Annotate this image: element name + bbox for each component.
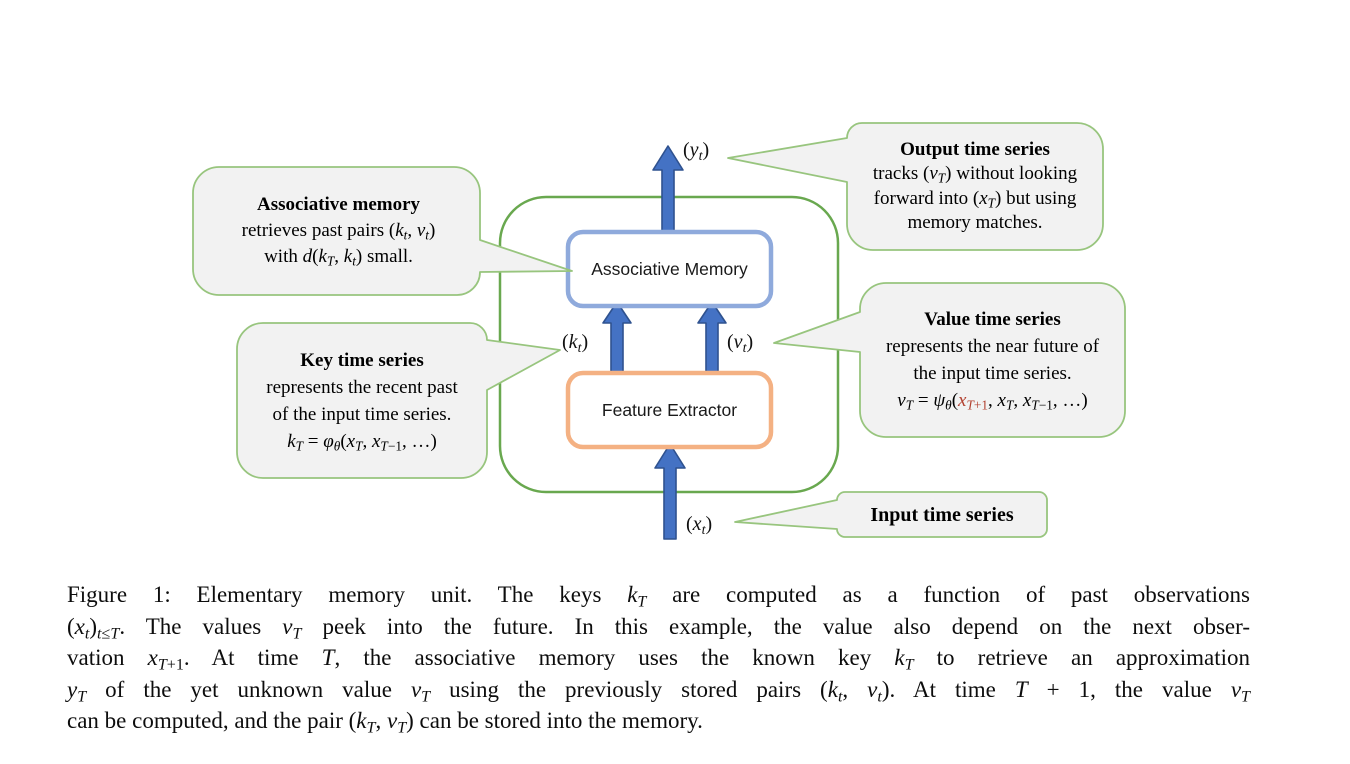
callout-bubble-key bbox=[236, 322, 561, 479]
callout-associative-line: with d(kT, kt) small. bbox=[264, 246, 413, 269]
input-arrow bbox=[654, 443, 686, 540]
value-stream-label: (vt) bbox=[727, 331, 754, 356]
callout-associative-title: Associative memory bbox=[256, 194, 421, 215]
feature-extractor-box bbox=[565, 370, 774, 450]
caption-line: yT of the yet unknown value vT using the… bbox=[67, 676, 1250, 705]
caption-line: can be computed, and the pair (kT, vT) c… bbox=[67, 708, 703, 737]
callout-bubble-output bbox=[727, 122, 1104, 251]
callout-value-time-series: Value time series represents the near fu… bbox=[866, 287, 1119, 433]
callout-associative-line: retrieves past pairs (kt, vt) bbox=[241, 220, 436, 243]
callout-output-line: memory matches. bbox=[907, 212, 1043, 233]
output-stream-label: (yt) bbox=[683, 139, 710, 164]
feature-extractor-label: Feature Extractor bbox=[601, 399, 738, 420]
input-stream-label: (xt) bbox=[686, 513, 713, 538]
callout-input-title: Input time series bbox=[870, 503, 1014, 526]
figure-caption: Figure 1: Elementary memory unit. The ke… bbox=[67, 579, 1250, 737]
caption-line: vation xT+1. At time T, the associative … bbox=[67, 645, 1250, 674]
callout-value-title: Value time series bbox=[924, 309, 1061, 330]
flow-arrows bbox=[602, 145, 727, 540]
callout-key-formula: kT = φθ(xT, xT−1, …) bbox=[287, 430, 437, 454]
key-stream-label: (kt) bbox=[562, 331, 589, 356]
callout-output-time-series: Output time series tracks (vT) without l… bbox=[853, 127, 1097, 246]
callout-key-line: of the input time series. bbox=[272, 403, 452, 425]
callout-output-line: tracks (vT) without looking bbox=[872, 163, 1078, 186]
callout-bubbles bbox=[192, 122, 1126, 538]
memory-unit-diagram bbox=[192, 122, 1126, 540]
callout-bubble-value bbox=[773, 282, 1126, 438]
callout-bubble-input bbox=[734, 491, 1048, 538]
callout-output-title: Output time series bbox=[900, 138, 1050, 160]
callout-value-line: represents the near future of bbox=[885, 336, 1100, 357]
output-arrow bbox=[652, 145, 684, 239]
callout-key-time-series: Key time series represents the recent pa… bbox=[245, 327, 479, 474]
callout-value-line: the input time series. bbox=[913, 363, 1072, 384]
associative-memory-label: Associative Memory bbox=[591, 258, 748, 279]
callout-key-line: represents the recent past bbox=[266, 376, 458, 398]
callout-key-title: Key time series bbox=[300, 349, 424, 371]
callout-associative-memory: Associative memory retrieves past pairs … bbox=[201, 171, 476, 291]
value-arrow bbox=[697, 301, 727, 377]
callout-value-formula: vT = ψθ(xT+1, xT, xT−1, …) bbox=[897, 390, 1088, 413]
callout-output-line: forward into (xT) but using bbox=[873, 187, 1077, 211]
callout-bubble-associative bbox=[192, 166, 573, 296]
caption-line: (xt)t≤T. The values vT peek into the fut… bbox=[67, 613, 1250, 642]
callout-input-time-series: Input time series bbox=[837, 492, 1047, 537]
caption-line: Figure 1: Elementary memory unit. The ke… bbox=[67, 582, 1250, 611]
key-arrow bbox=[602, 301, 632, 377]
